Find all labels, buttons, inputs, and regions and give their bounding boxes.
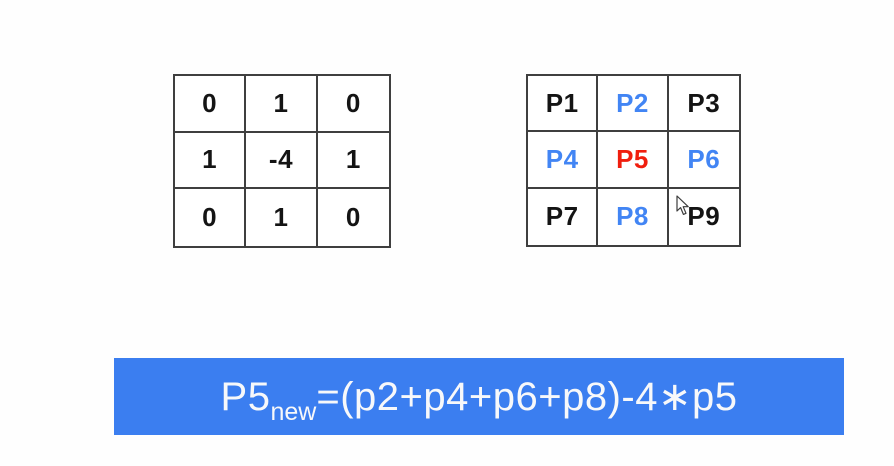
formula-text: P5new=(p2+p4+p6+p8)-4∗p5 xyxy=(220,374,738,426)
pixel-cell-p5: P5 xyxy=(598,132,669,189)
formula-base: P5 xyxy=(220,374,271,419)
pixel-cell-p2: P2 xyxy=(598,76,669,133)
formula-banner: P5new=(p2+p4+p6+p8)-4∗p5 xyxy=(114,358,844,435)
pixel-cell-p8: P8 xyxy=(598,188,669,245)
kernel-grid: 0 1 0 1 -4 1 0 1 0 xyxy=(173,74,391,248)
kernel-cell-2-0: 0 xyxy=(175,189,247,246)
pixel-cell-p4: P4 xyxy=(528,132,599,189)
pixel-cell-p1: P1 xyxy=(528,76,599,133)
pixel-cell-p6: P6 xyxy=(668,132,739,189)
pixel-cell-p3: P3 xyxy=(668,76,739,133)
kernel-cell-1-0: 1 xyxy=(175,132,247,190)
kernel-cell-2-2: 0 xyxy=(345,202,361,233)
pixel-cell-p9: P9 xyxy=(687,201,721,232)
kernel-cell-0-1: 1 xyxy=(246,76,318,133)
kernel-cell-1-1: -4 xyxy=(246,132,318,190)
kernel-cell-2-1: 1 xyxy=(246,189,318,246)
kernel-cell-0-2: 0 xyxy=(317,76,389,133)
formula-subscript: new xyxy=(270,397,317,426)
kernel-cell-0-0: 0 xyxy=(175,76,247,133)
formula-expression: =(p2+p4+p6+p8)-4∗p5 xyxy=(316,374,738,419)
pixel-grid: P1 P2 P3 P4 P5 P6 P7 P8 P9 xyxy=(526,74,741,247)
kernel-cell-1-2: 1 xyxy=(317,133,389,190)
pixel-cell-p7: P7 xyxy=(528,188,599,245)
